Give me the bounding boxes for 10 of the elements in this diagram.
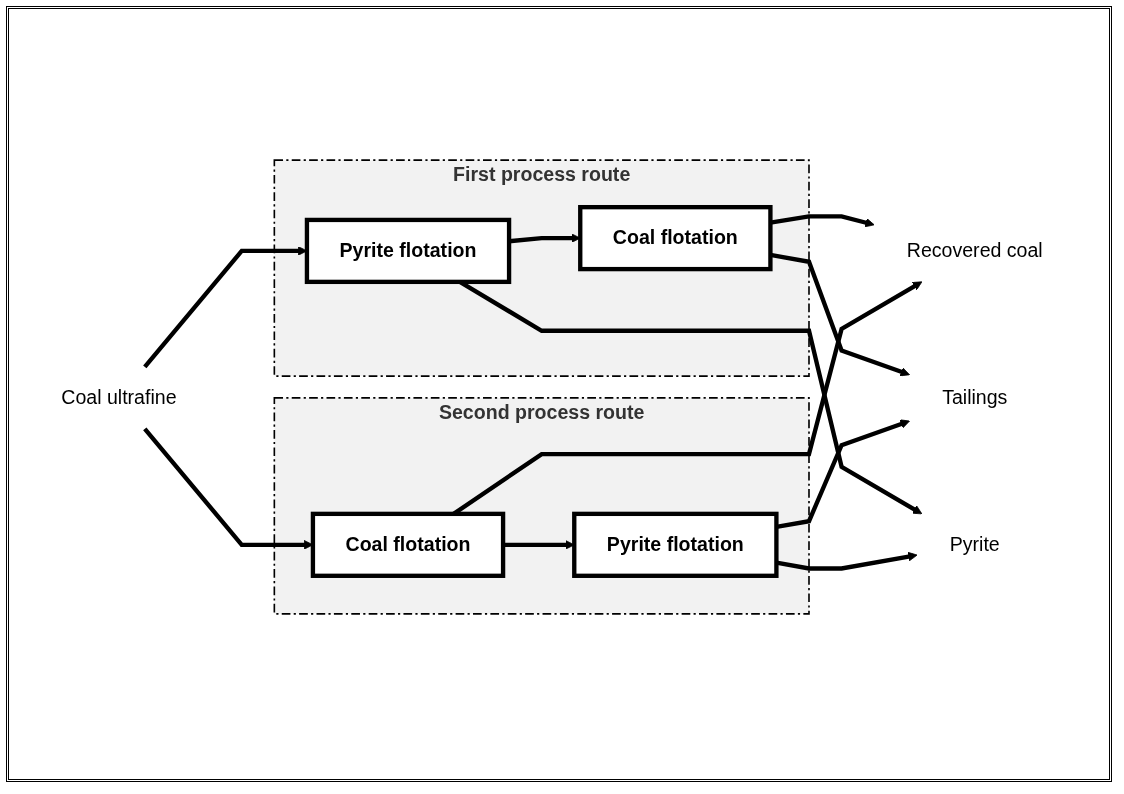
node-text: Recovered coal xyxy=(906,239,1043,262)
node-box: Pyrite flotation xyxy=(572,511,779,578)
node-text: Pyrite xyxy=(949,533,1000,556)
arrow xyxy=(503,540,575,550)
node-text: Tailings xyxy=(942,386,1008,409)
node-box: Coal flotation xyxy=(578,205,773,272)
node-box: Coal flotation xyxy=(310,511,506,578)
arrow xyxy=(508,233,581,244)
node-text: Coal ultrafine xyxy=(61,386,177,409)
node-box: Pyrite flotation xyxy=(304,217,512,285)
